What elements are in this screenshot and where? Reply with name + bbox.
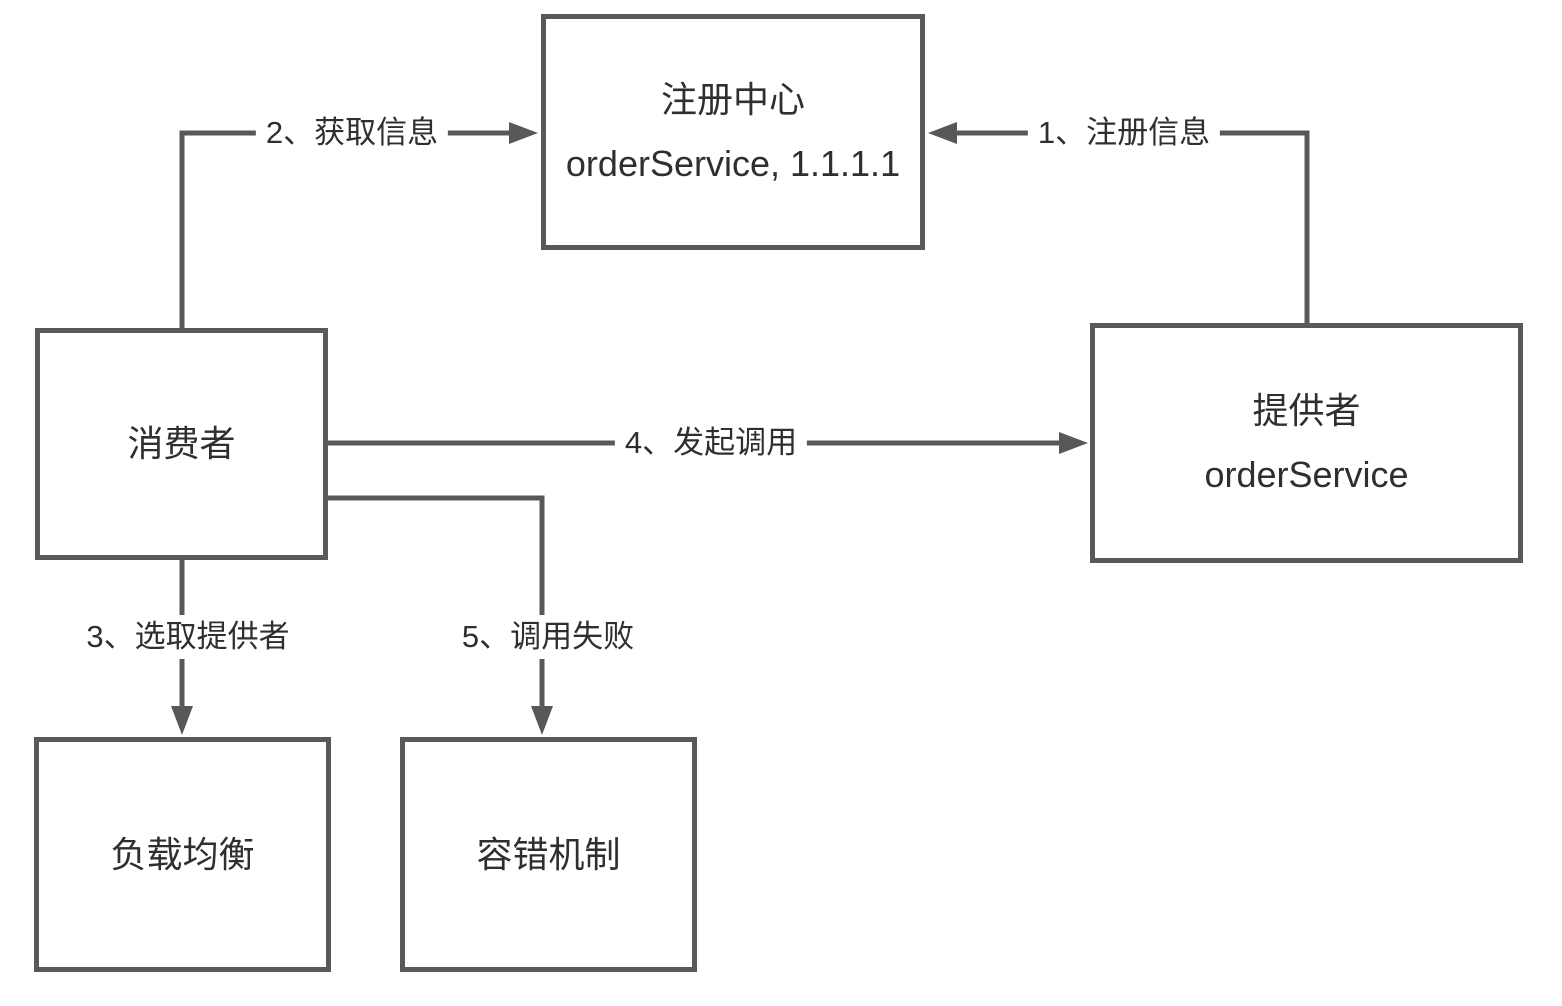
edge-label-fetch-info: 2、获取信息 <box>255 111 449 155</box>
edge-label-invoke-fail: 5、调用失败 <box>451 615 645 659</box>
edge-register-info-line <box>954 130 1310 325</box>
node-fault-tolerance-label: 容错机制 <box>476 833 621 875</box>
node-registry-subtitle: orderService, 1.1.1.1 <box>565 143 901 184</box>
edge-invoke-fail-line <box>326 495 545 710</box>
node-provider-title: 提供者 <box>1252 390 1361 431</box>
node-registry-title: 注册中心 <box>660 79 805 120</box>
node-load-balance: 负载均衡 <box>34 737 331 972</box>
node-load-balance-label: 负载均衡 <box>110 833 255 875</box>
node-provider: 提供者 orderService <box>1090 323 1523 563</box>
edge-label-select-provider: 3、选取提供者 <box>76 615 300 659</box>
edge-register-info-arrowhead <box>928 122 957 144</box>
edge-invoke-fail-arrowhead <box>531 706 553 735</box>
node-consumer-label: 消费者 <box>127 423 236 464</box>
edge-label-invoke: 4、发起调用 <box>614 421 808 465</box>
node-fault-tolerance: 容错机制 <box>400 737 697 972</box>
node-registry: 注册中心 orderService, 1.1.1.1 <box>541 14 925 250</box>
edge-fetch-info-arrowhead <box>509 122 538 144</box>
node-provider-subtitle: orderService <box>1204 454 1409 495</box>
edge-select-provider-arrowhead <box>171 706 193 735</box>
edge-fetch-info-line <box>179 130 512 330</box>
edge-invoke-arrowhead <box>1059 432 1088 454</box>
edge-label-register-info: 1、注册信息 <box>1027 111 1221 155</box>
node-consumer: 消费者 <box>35 328 328 560</box>
